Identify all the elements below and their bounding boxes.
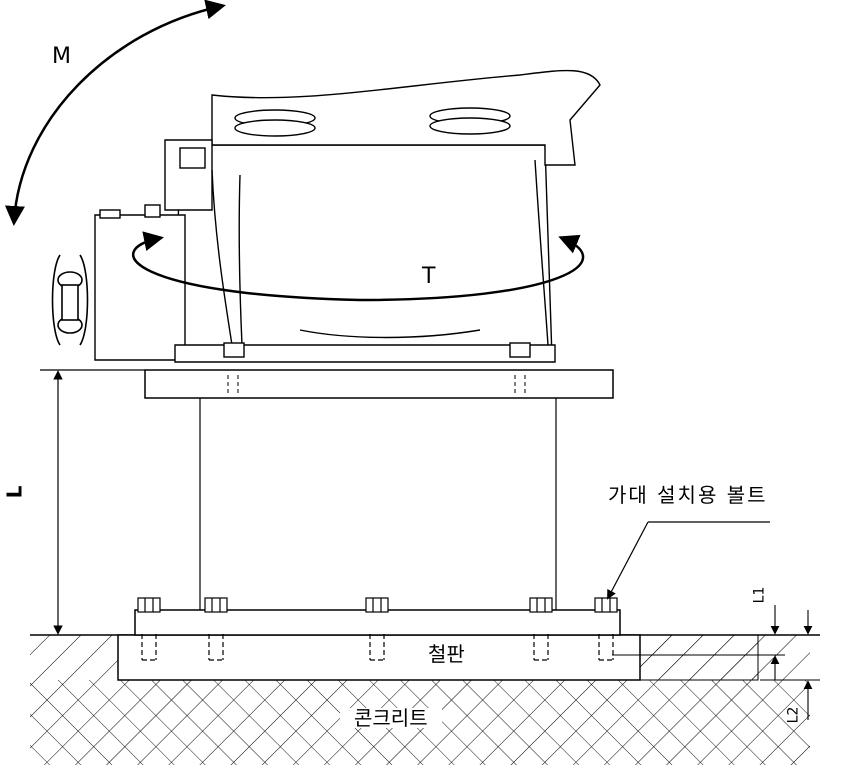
l1-label: L1 <box>751 586 768 604</box>
base-frame-plate <box>134 609 621 636</box>
length-label: L <box>2 485 27 499</box>
torque-arrow <box>132 231 585 302</box>
steel-plate-label: 철판 <box>428 642 465 666</box>
plate-thickness-dimensions <box>612 605 820 720</box>
moment-arrow <box>4 0 226 226</box>
bolt <box>137 597 161 661</box>
top-mounting-plate <box>144 369 614 399</box>
l2-label: L2 <box>785 706 802 724</box>
bolt <box>365 597 389 661</box>
bolt <box>529 597 553 661</box>
torque-label: T <box>422 264 436 289</box>
bolt <box>204 597 228 661</box>
steel-plate <box>117 634 759 681</box>
mount-bolt-label: 가대 설치용 볼트 <box>608 483 768 507</box>
cable-connector <box>51 254 89 346</box>
bolt <box>594 597 618 661</box>
concrete-label: 콘크리트 <box>340 708 442 728</box>
length-dimension <box>40 369 145 635</box>
moment-label: M <box>52 44 71 69</box>
mount-bolts <box>137 597 618 661</box>
bolt-leader <box>607 521 770 600</box>
pedestal-legs <box>199 398 557 610</box>
robot-body <box>94 69 601 363</box>
